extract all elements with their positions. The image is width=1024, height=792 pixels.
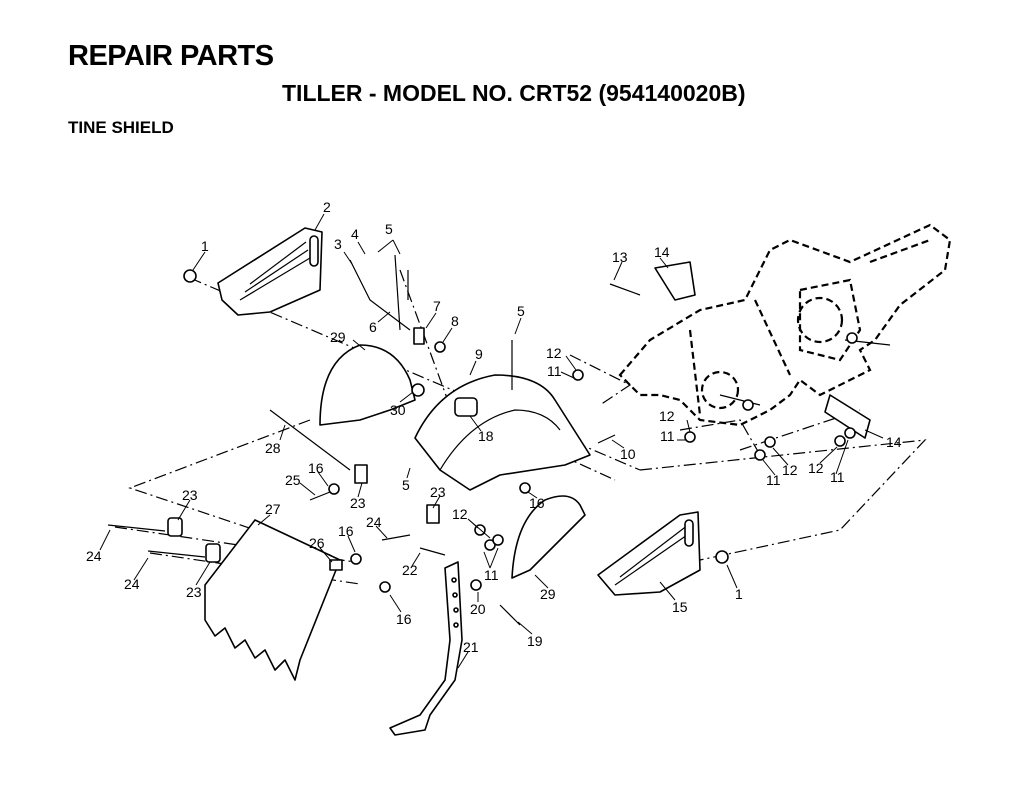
callout-12: 12 (452, 506, 468, 522)
callout-25: 25 (285, 472, 301, 488)
callout-19: 19 (527, 633, 543, 649)
drag-shield (204, 519, 341, 681)
callout-23: 23 (350, 495, 366, 511)
model-subtitle: TILLER - MODEL NO. CRT52 (954140020B) (282, 80, 746, 106)
callout-16: 16 (529, 495, 545, 511)
side-flap-right (511, 495, 586, 579)
callout-23: 23 (186, 584, 202, 600)
engine-frame-outline (618, 223, 952, 427)
callout-15: 15 (672, 599, 688, 615)
callout-24: 24 (124, 576, 140, 592)
callout-2: 2 (323, 199, 331, 215)
callout-22: 22 (402, 562, 418, 578)
callout-11: 11 (547, 363, 562, 379)
callout-13: 13 (612, 249, 628, 265)
callout-5: 5 (385, 221, 393, 237)
callout-16: 16 (396, 611, 412, 627)
callout-8: 8 (451, 313, 459, 329)
callout-29: 29 (330, 329, 346, 345)
callout-14: 14 (886, 434, 902, 450)
callout-12: 12 (782, 462, 798, 478)
callout-12: 12 (659, 408, 675, 424)
callout-10: 10 (620, 446, 636, 462)
callout-1: 1 (201, 238, 209, 254)
callout-12: 12 (546, 345, 562, 361)
callout-3: 3 (334, 236, 342, 252)
leader-lines (99, 213, 884, 669)
small-hardware (107, 254, 856, 626)
callout-24: 24 (366, 514, 382, 530)
callout-5: 5 (402, 477, 410, 493)
callout-12: 12 (808, 460, 824, 476)
section-title: TINE SHIELD (68, 118, 174, 137)
callout-29: 29 (540, 586, 556, 602)
side-shield-right (597, 511, 701, 596)
callout-7: 7 (433, 298, 441, 314)
callout-5: 5 (517, 303, 525, 319)
callout-11: 11 (484, 567, 499, 583)
callout-16: 16 (338, 523, 354, 539)
callout-28: 28 (265, 440, 281, 456)
depth-stake (389, 561, 463, 736)
side-flap-left (319, 344, 416, 426)
side-shield-left (217, 227, 323, 316)
callout-23: 23 (430, 484, 446, 500)
callout-11: 11 (830, 469, 845, 485)
callout-labels: 1 2 3 4 5 6 7 8 5 29 9 30 18 28 16 25 23… (86, 199, 902, 655)
callout-20: 20 (470, 601, 486, 617)
callout-11: 11 (766, 472, 781, 488)
callout-9: 9 (475, 346, 483, 362)
callout-23: 23 (182, 487, 198, 503)
callout-16: 16 (308, 460, 324, 476)
callout-6: 6 (369, 319, 377, 335)
callout-27: 27 (265, 501, 281, 517)
callout-24: 24 (86, 548, 102, 564)
callout-21: 21 (463, 639, 479, 655)
callout-26: 26 (309, 535, 325, 551)
mounting-brackets (654, 261, 871, 439)
page-title: REPAIR PARTS (68, 40, 274, 72)
callout-4: 4 (351, 226, 359, 242)
callout-18: 18 (478, 428, 494, 444)
callout-14: 14 (654, 244, 670, 260)
tine-hood (414, 374, 591, 491)
callout-1: 1 (735, 586, 743, 602)
callout-11: 11 (660, 428, 675, 444)
callout-30: 30 (390, 402, 406, 418)
